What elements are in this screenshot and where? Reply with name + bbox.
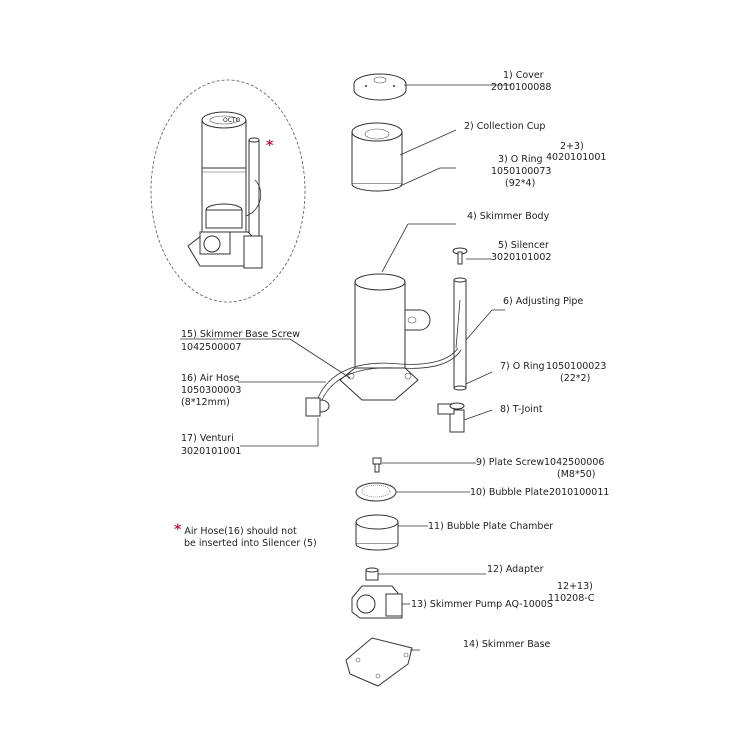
label-bubble-plate: 10) Bubble Plate — [470, 487, 549, 498]
adapter-pump-part — [351, 567, 486, 619]
code-bubble-plate: 2010100011 — [549, 487, 610, 498]
plate-screw-part — [372, 457, 476, 473]
collection-cup-part — [351, 122, 457, 192]
size-air-hose: (8*12mm) — [181, 397, 230, 408]
note-line-2: be inserted into Silencer (5) — [184, 538, 317, 549]
group-code-12-13: 110208-C — [548, 593, 595, 604]
group-label-12-13: 12+13) — [557, 581, 593, 592]
label-silencer: 5) Silencer — [498, 240, 549, 251]
note-line-1: Air Hose(16) should not — [184, 526, 297, 537]
group-code-2-3: 4020101001 — [546, 152, 607, 163]
label-skimmer-pump: 13) Skimmer Pump AQ-1000S — [411, 599, 553, 610]
group-label-2-3: 2+3) — [560, 141, 584, 152]
cover-part — [353, 73, 512, 101]
code-air-hose: 1050300003 — [181, 385, 242, 396]
code-venturi: 3020101001 — [181, 446, 242, 457]
label-t-joint: 8) T-Joint — [500, 404, 543, 415]
label-cover: 1) Cover — [503, 70, 544, 81]
code-o-ring-3: 1050100073 — [491, 166, 552, 177]
label-air-hose: 16) Air Hose — [181, 373, 240, 384]
code-cover: 2010100088 — [491, 82, 552, 93]
attention-marker-overview: * — [266, 138, 274, 154]
bubble-plate-part — [355, 482, 470, 502]
label-skimmer-base-screw: 15) Skimmer Base Screw — [181, 329, 300, 340]
code-silencer: 3020101002 — [491, 252, 552, 263]
brand-logo-text: OCTO — [223, 117, 241, 124]
code-skimmer-base-screw: 1042500007 — [181, 342, 242, 353]
label-adapter: 12) Adapter — [487, 564, 544, 575]
size-o-ring-3: (92*4) — [505, 178, 536, 189]
label-o-ring-3: 3) O Ring — [498, 154, 543, 165]
label-o-ring-7: 7) O Ring — [500, 361, 545, 372]
size-plate-screw: (M8*50) — [557, 469, 596, 480]
skimmer-body-part — [339, 223, 456, 401]
label-adjusting-pipe: 6) Adjusting Pipe — [503, 296, 584, 307]
label-collection-cup: 2) Collection Cup — [464, 121, 546, 132]
label-skimmer-body: 4) Skimmer Body — [467, 211, 550, 222]
label-venturi: 17) Venturi — [181, 433, 234, 444]
skimmer-base-part — [345, 637, 420, 687]
assembled-skimmer-overview — [150, 79, 306, 303]
bubble-plate-chamber-part — [355, 514, 428, 551]
code-plate-screw: 1042500006 — [544, 457, 605, 468]
label-skimmer-base: 14) Skimmer Base — [463, 639, 551, 650]
size-o-ring-7: (22*2) — [560, 373, 591, 384]
attention-note: * Air Hose(16) should not be inserted in… — [174, 522, 317, 550]
label-plate-screw: 9) Plate Screw — [476, 457, 545, 468]
attention-marker-note: * — [174, 522, 182, 538]
silencer-pipe-assembly — [437, 247, 505, 433]
code-o-ring-7: 1050100023 — [546, 361, 607, 372]
air-hose-venturi — [180, 338, 462, 447]
label-bubble-plate-chamber: 11) Bubble Plate Chamber — [428, 521, 554, 532]
